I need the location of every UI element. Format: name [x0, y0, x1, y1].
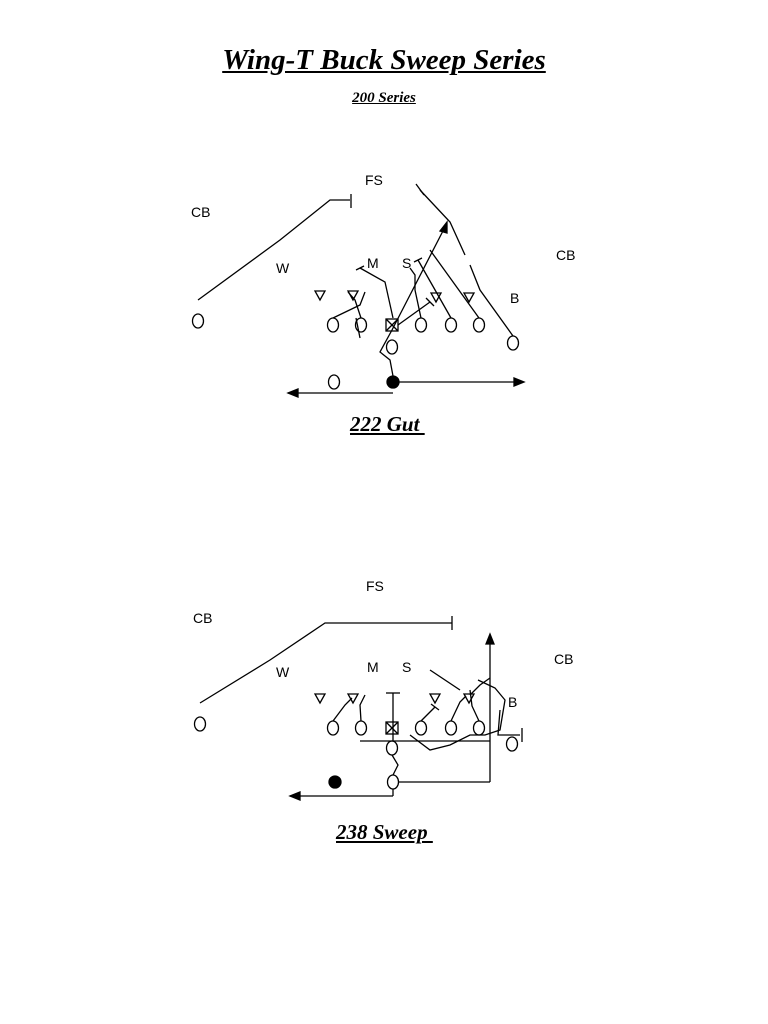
play-name-222-gut: 222 Gut — [350, 412, 425, 436]
defensive-lineman-triangle — [462, 693, 476, 705]
offensive-player-wingback — [506, 335, 520, 351]
defender-label-b: B — [508, 694, 517, 710]
offensive-player-halfback-ball-carrier — [328, 775, 342, 789]
offensive-player-halfback — [327, 374, 341, 390]
defender-label-m: M — [367, 659, 379, 675]
defender-label-b: B — [510, 290, 519, 306]
defender-label-fs: FS — [366, 578, 384, 594]
offensive-player-guard — [414, 720, 428, 736]
offensive-player-wingback — [505, 736, 519, 752]
defensive-lineman-triangle — [429, 292, 443, 304]
defender-label-cb-left: CB — [191, 204, 210, 220]
play-name-238-sweep: 238 Sweep — [336, 820, 433, 844]
play-diagram-222-gut: FS CB CB W M S B — [191, 172, 575, 398]
offensive-player-tackle — [326, 317, 340, 333]
defender-label-s: S — [402, 659, 411, 675]
offensive-player-split-end — [193, 716, 207, 732]
offensive-player-tackle — [444, 317, 458, 333]
offensive-player-tight-end — [472, 317, 486, 333]
defensive-lineman-triangle — [346, 693, 360, 705]
page-subtitle: 200 Series — [352, 90, 416, 106]
offensive-player-fullback — [386, 774, 400, 790]
offensive-player-guard — [354, 720, 368, 736]
defender-label-cb-left: CB — [193, 610, 212, 626]
defensive-lineman-triangle — [462, 292, 476, 304]
offensive-player-tackle — [444, 720, 458, 736]
defensive-lineman-triangle — [313, 290, 327, 302]
offensive-player-quarterback — [385, 339, 399, 355]
defensive-lineman-triangle — [313, 693, 327, 705]
defender-label-cb-right: CB — [554, 651, 573, 667]
defensive-lineman-triangle — [428, 693, 442, 705]
offensive-player-center — [385, 721, 399, 735]
defender-label-w: W — [276, 260, 290, 276]
defender-label-m: M — [367, 255, 379, 271]
defender-label-cb-right: CB — [556, 247, 575, 263]
offensive-player-split-end — [191, 313, 205, 329]
offensive-player-quarterback — [385, 740, 399, 756]
defender-label-fs: FS — [365, 172, 383, 188]
play-diagram-238-sweep: FS CB CB W M S B — [193, 578, 573, 801]
defender-label-w: W — [276, 664, 290, 680]
offensive-player-tight-end — [472, 720, 486, 736]
offensive-player-tackle — [326, 720, 340, 736]
page-title: Wing-T Buck Sweep Series — [222, 44, 546, 76]
offensive-player-guard — [414, 317, 428, 333]
defender-label-s: S — [402, 255, 411, 271]
